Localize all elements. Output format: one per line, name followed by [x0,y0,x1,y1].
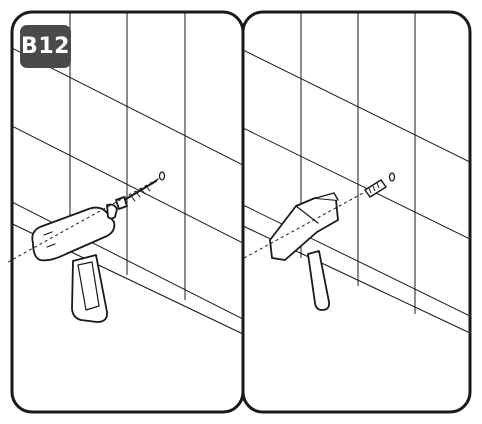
drill-hole-mark [158,171,166,181]
right-panel-frame [241,10,472,414]
anchor-hole-mark [388,172,396,182]
wall-tile-grid-right [243,12,470,334]
drill-icon [31,178,159,323]
step-badge: B12 [20,25,71,68]
hammer-icon [269,192,339,311]
wall-anchor-icon [364,179,387,198]
